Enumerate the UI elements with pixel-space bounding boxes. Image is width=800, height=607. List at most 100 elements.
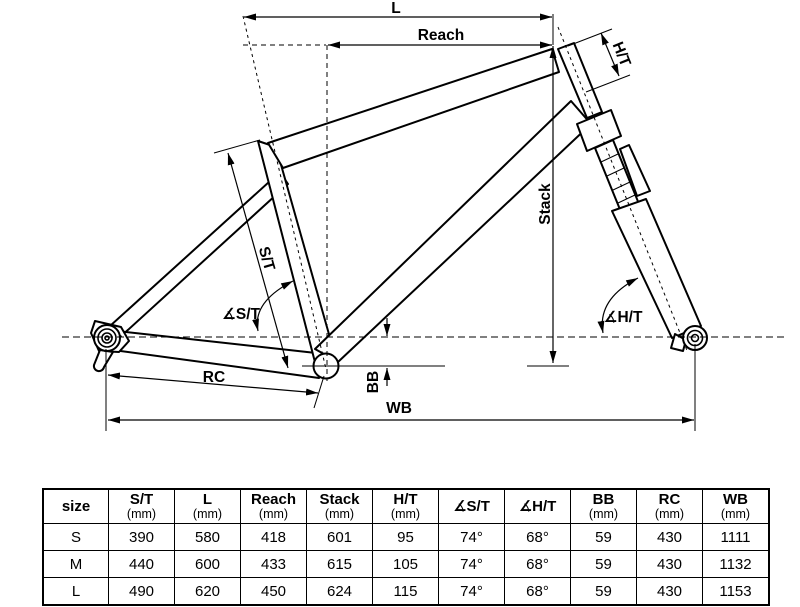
col-unit: (mm) [324, 506, 355, 521]
cell-angle-ht: 68° [504, 523, 571, 551]
col-header-wb: WB (mm) [702, 488, 770, 524]
cell-size: M [42, 550, 109, 578]
header-row: size S/T (mm) L (mm) Reach (mm) Stack [42, 488, 770, 524]
label-bb: BB [365, 371, 382, 393]
col-label: Stack [319, 491, 360, 509]
label-angle-ht: ∡H/T [604, 309, 643, 326]
cell-angle-ht: 68° [504, 550, 571, 578]
cell-st: 440 [108, 550, 175, 578]
col-label: ∡S/T [453, 497, 490, 515]
cell-stack: 601 [306, 523, 373, 551]
col-header-reach: Reach (mm) [240, 488, 307, 524]
dimension-lines [107, 13, 694, 424]
table-row-size-m: M 440 600 433 615 105 74° 68° 59 430 113… [42, 550, 770, 578]
col-label: L [202, 491, 213, 509]
table-row-size-s: S 390 580 418 601 95 74° 68° 59 430 1111 [42, 523, 770, 551]
cell-st: 390 [108, 523, 175, 551]
head-tube [557, 42, 603, 119]
cell-rc: 430 [636, 577, 703, 606]
label-rc: RC [203, 369, 225, 386]
dimension-labels: L Reach H/T Stack S/T ∡S/T ∡H/T RC BB WB [203, 0, 643, 417]
cell-ht: 105 [372, 550, 439, 578]
col-label: S/T [129, 491, 154, 509]
col-label: RC [658, 491, 681, 509]
label-wb: WB [386, 400, 412, 417]
dim-rc [107, 372, 319, 396]
geometry-table-header: size S/T (mm) L (mm) Reach (mm) Stack [42, 488, 770, 524]
cell-stack: 624 [306, 577, 373, 606]
cell-angle-st: 74° [438, 577, 505, 606]
fork-lower-leg [611, 198, 702, 339]
dim-ht [600, 32, 620, 77]
label-reach: Reach [418, 27, 465, 44]
st-extension-top [213, 139, 261, 154]
col-unit: (mm) [258, 506, 289, 521]
cell-angle-ht: 68° [504, 577, 571, 606]
col-header-angle-st: ∡S/T [438, 488, 505, 524]
rc-bb-slant-extension [313, 375, 325, 409]
col-unit: (mm) [390, 506, 421, 521]
frame-outline [90, 42, 708, 380]
cell-reach: 433 [240, 550, 307, 578]
derailleur-hanger [92, 349, 114, 373]
cell-l: 580 [174, 523, 241, 551]
col-unit: (mm) [588, 506, 619, 521]
col-unit: (mm) [126, 506, 157, 521]
dim-st [227, 152, 289, 369]
cell-bb: 59 [570, 523, 637, 551]
col-label: WB [723, 491, 748, 509]
cell-reach: 450 [240, 577, 307, 606]
table-row-size-l: L 490 620 450 624 115 74° 68° 59 430 115… [42, 577, 770, 606]
cell-size: S [42, 523, 109, 551]
col-header-rc: RC (mm) [636, 488, 703, 524]
col-header-angle-ht: ∡H/T [504, 488, 571, 524]
cell-size: L [42, 577, 109, 606]
top-tube [267, 48, 560, 169]
dim-angle-st-arc [252, 280, 294, 332]
cell-angle-st: 74° [438, 550, 505, 578]
col-unit: (mm) [720, 506, 751, 521]
cell-rc: 430 [636, 523, 703, 551]
label-angle-st: ∡S/T [222, 306, 261, 323]
cell-wb: 1132 [702, 550, 770, 578]
ht-extension-bottom [585, 74, 631, 93]
cell-ht: 115 [372, 577, 439, 606]
cell-reach: 418 [240, 523, 307, 551]
geometry-table: size S/T (mm) L (mm) Reach (mm) Stack [42, 488, 770, 606]
cell-st: 490 [108, 577, 175, 606]
label-l: L [391, 0, 400, 17]
col-header-bb: BB (mm) [570, 488, 637, 524]
front-axle [682, 325, 708, 351]
geometry-table-body: S 390 580 418 601 95 74° 68° 59 430 1111… [42, 523, 770, 606]
cell-l: 600 [174, 550, 241, 578]
reference-lines [62, 14, 788, 431]
col-unit: (mm) [654, 506, 685, 521]
col-label: size [61, 497, 91, 515]
cell-ht: 95 [372, 523, 439, 551]
cell-rc: 430 [636, 550, 703, 578]
cell-wb: 1153 [702, 577, 770, 606]
cell-stack: 615 [306, 550, 373, 578]
col-label: Reach [250, 491, 297, 509]
ht-extension-top [567, 28, 613, 47]
col-unit: (mm) [192, 506, 223, 521]
col-label: H/T [393, 491, 418, 509]
seat-tube-axis-dotted [242, 15, 327, 370]
col-header-size: size [42, 488, 109, 524]
fork-arch [619, 144, 651, 197]
label-st: S/T [255, 245, 278, 273]
cell-wb: 1111 [702, 523, 770, 551]
rear-axle [93, 324, 121, 352]
cell-l: 620 [174, 577, 241, 606]
col-label: ∡H/T [518, 497, 557, 515]
col-label: BB [592, 491, 615, 509]
cell-angle-st: 74° [438, 523, 505, 551]
cell-bb: 59 [570, 550, 637, 578]
col-header-st: S/T (mm) [108, 488, 175, 524]
dim-angle-ht-arc [597, 277, 639, 334]
label-ht: H/T [609, 40, 634, 70]
col-header-l: L (mm) [174, 488, 241, 524]
col-header-ht: H/T (mm) [372, 488, 439, 524]
col-header-stack: Stack (mm) [306, 488, 373, 524]
